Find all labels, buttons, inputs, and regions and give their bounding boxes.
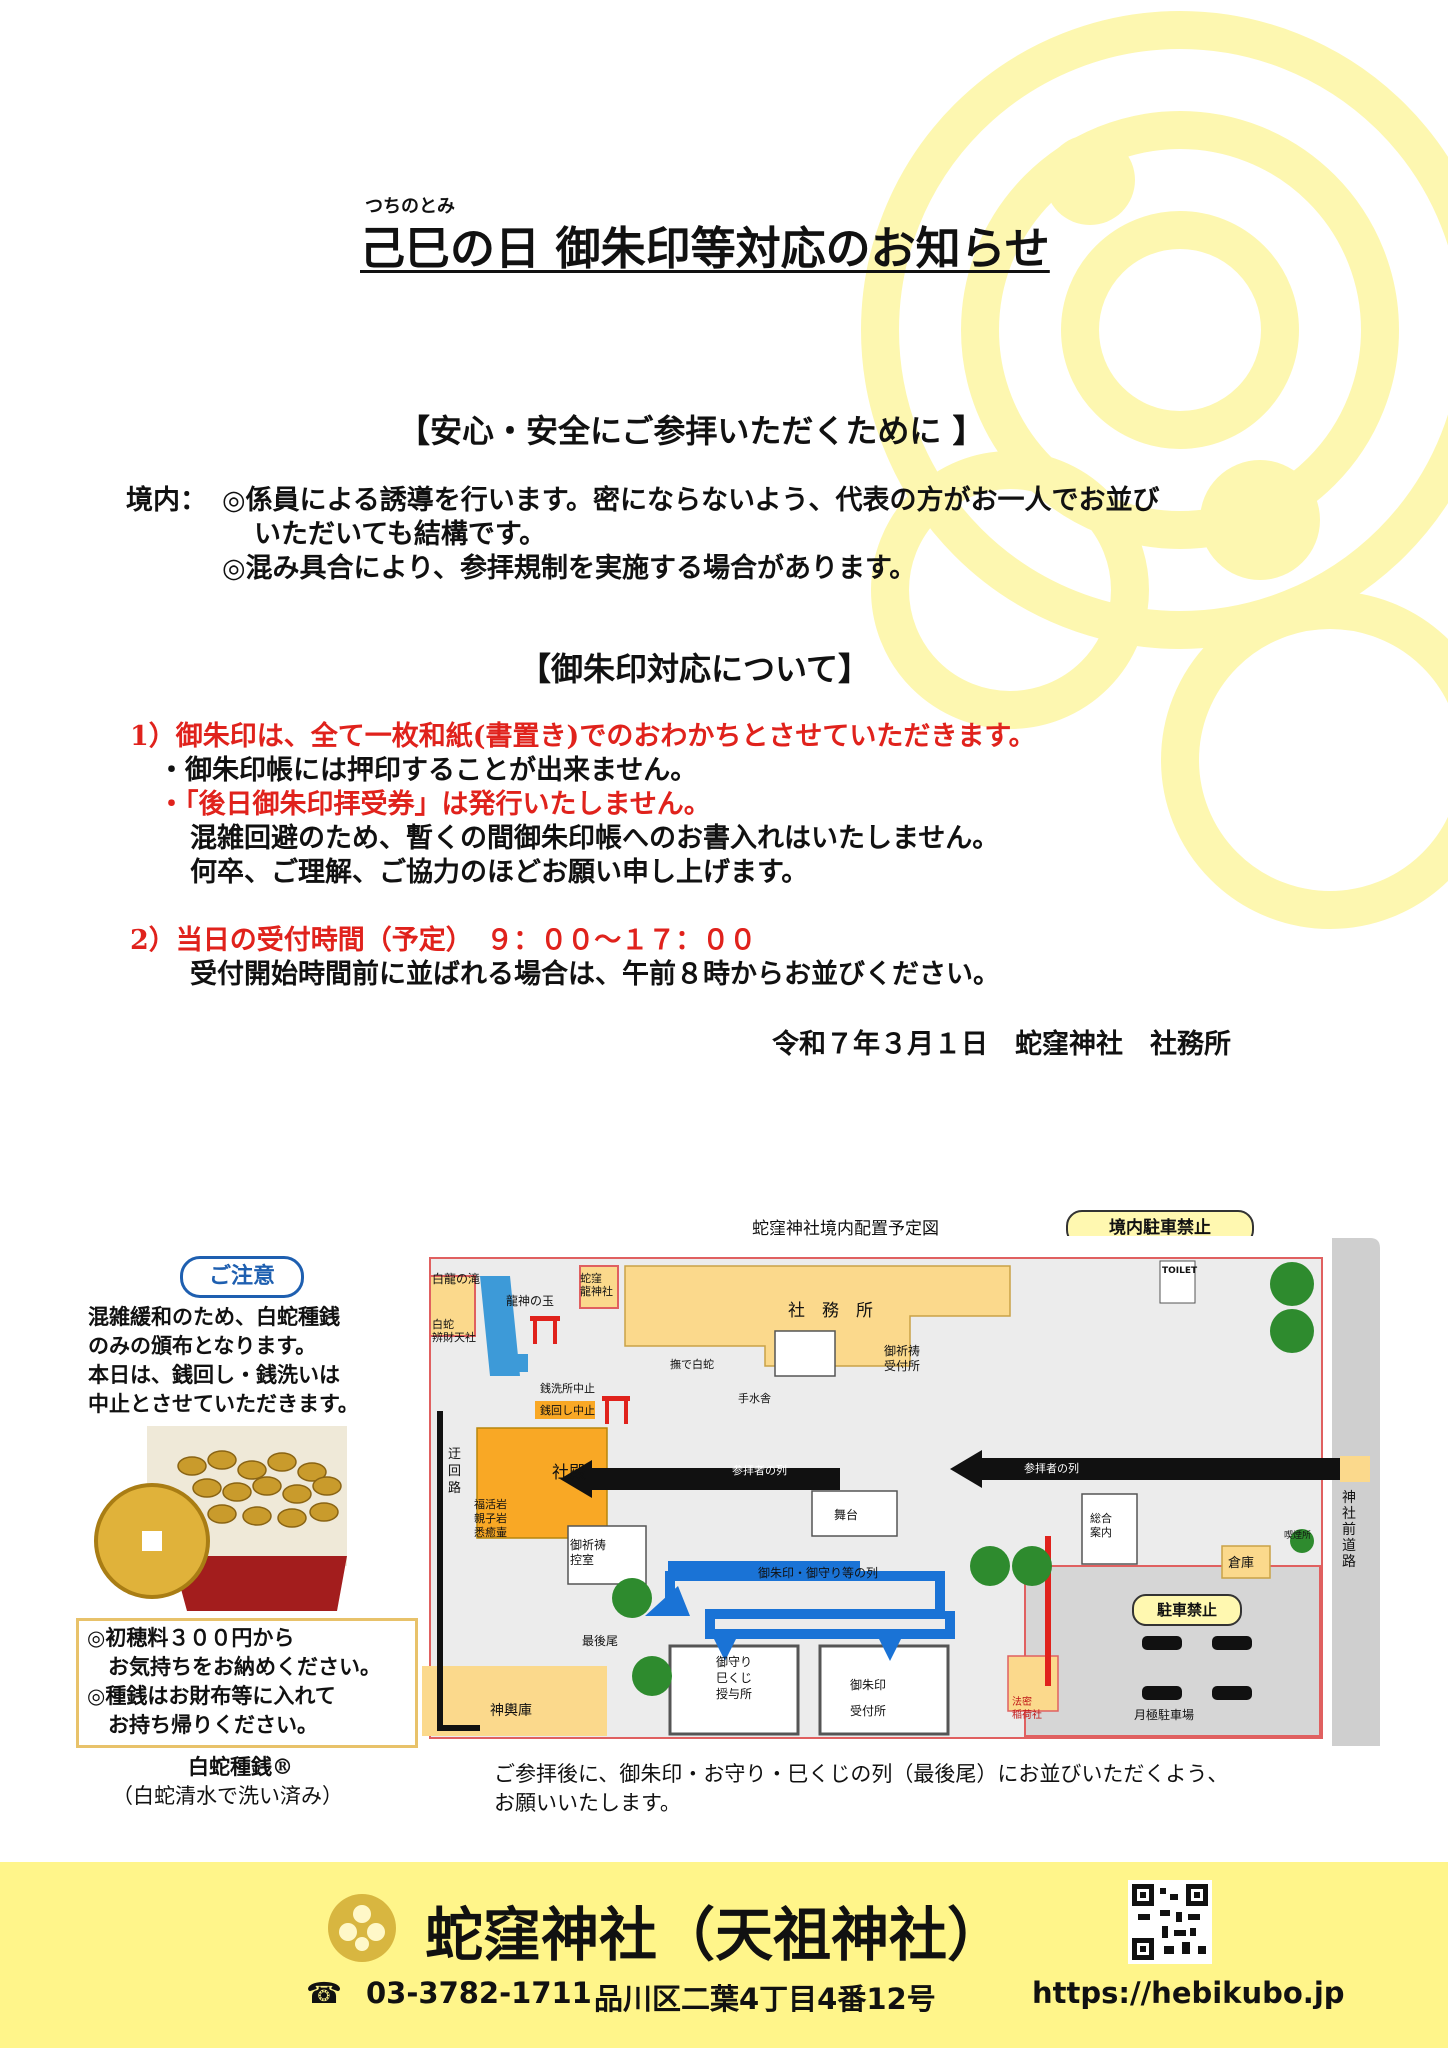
map-label-shaden: 社殿 (552, 1463, 586, 1483)
map-label-mikoshi: 神輿庫 (490, 1703, 532, 1719)
map-label-goshuin-uketsuke: 御朱印 受付所 (850, 1678, 887, 1718)
notice-line-3: 本日は、銭回し・銭洗いは (88, 1362, 340, 1387)
map-label-toilet: TOILET (1162, 1266, 1198, 1276)
map-label-temizuya: 手水舎 (738, 1392, 771, 1405)
map-label-ryujin: 龍神の玉 (506, 1294, 555, 1308)
notice-badge-label: ご注意 (208, 1264, 275, 1289)
offering-note-box: ◎初穂料３００円から お気持ちをお納めください。 ◎種銭はお財布等に入れて お持… (76, 1618, 418, 1748)
phone-icon: ☎ (306, 1976, 343, 2010)
map-label-nade: 撫で白蛇 (670, 1358, 714, 1371)
title-ruby: つちのとみ (365, 196, 455, 217)
map-label-sanpai-1: 参拝者の列 (732, 1464, 787, 1477)
map-label-mamori: 御守り 巳くじ 授与所 (716, 1655, 753, 1701)
parking-no-badge: 駐車禁止 (1132, 1594, 1242, 1626)
no-parking-badge-label: 境内駐車禁止 (1109, 1218, 1211, 1238)
safety-label: 境内： (126, 485, 207, 516)
shrine-name: 蛇窪神社（天祖神社） (425, 1901, 1006, 1969)
goshuin-heading: 【御朱印対応について】 (519, 650, 871, 688)
page-title: 己巳の日 御朱印等対応のお知らせ (360, 222, 1050, 275)
map-label-ukai: 迂 回 路 (448, 1447, 462, 1496)
map-label-benzaiten: 白蛇 辨財天社 (432, 1318, 476, 1344)
map-label-hakuryu: 白龍の滝 (432, 1272, 481, 1286)
map-label-zenarai: 銭洗所中止 (540, 1382, 595, 1395)
goshuin-bullet-1: ・御朱印帳には押印することが出来ません。 (158, 755, 698, 786)
notice-line-2: のみの頒布となります。 (88, 1333, 317, 1358)
goshuin-item-2: 2）当日の受付時間（予定） ９：００～１７：００ (130, 925, 757, 956)
goshuin-note-2: 何卒、ご理解、ご協力のほどお願い申し上げます。 (190, 857, 809, 888)
safety-line-3: ◎混み具合により、参拝規制を実施する場合があります。 (222, 553, 917, 584)
qr-code-icon[interactable] (1128, 1880, 1212, 1964)
offering-line-1: ◎初穂料３００円から (87, 1625, 295, 1650)
coin-caption-2: （白蛇清水で洗い済み） (112, 1784, 343, 1808)
footer-phone[interactable]: 03-3782-1711 (366, 1976, 592, 2010)
map-label-iwa: 福活岩 親子岩 悉癒壷 (474, 1498, 507, 1539)
notice-badge: ご注意 (180, 1256, 304, 1298)
safety-line-1: ◎係員による誘導を行います。密にならないよう、代表の方がお一人でお並び (222, 485, 1160, 516)
footer-url[interactable]: https://hebikubo.jp (1032, 1976, 1345, 2010)
map-label-butai: 舞台 (834, 1508, 859, 1522)
precinct-map (420, 1236, 1380, 1746)
map-label-shamusho: 社 務 所 (788, 1301, 873, 1321)
notice-line-4: 中止とさせていただきます。 (88, 1391, 359, 1416)
offering-line-2: お気持ちをお納めください。 (87, 1654, 381, 1679)
coins-photo (94, 1426, 347, 1611)
offering-line-4: お持ち帰りください。 (87, 1712, 318, 1737)
offering-line-3: ◎種銭はお財布等に入れて (87, 1683, 336, 1708)
map-caption-1: ご参拝後に、御朱印・お守り・巳くじの列（最後尾）にお並びいただくよう、 (494, 1762, 1229, 1786)
notice-date: 令和７年３月１日 蛇窪神社 社務所 (772, 1029, 1231, 1060)
notice-line-1: 混雑緩和のため、白蛇種銭 (88, 1304, 340, 1329)
map-label-road: 神 社 前 道 路 (1342, 1490, 1356, 1570)
safety-heading: 【安心・安全にご参拝いただくために 】 (398, 412, 985, 450)
map-label-smoking: 喫煙所 (1284, 1531, 1312, 1541)
shrine-crest-icon (328, 1894, 396, 1962)
map-title: 蛇窪神社境内配置予定図 (752, 1219, 939, 1239)
goshuin-note-1: 混雑回避のため、暫くの間御朱印帳へのお書入れはいたしません。 (190, 823, 1000, 854)
map-label-parking-no: 駐車禁止 (1156, 1601, 1217, 1619)
coin-caption-1: 白蛇種銭® (188, 1754, 293, 1779)
goshuin-item-1: 1）御朱印は、全て一枚和紙(書置き)でのおわかちとさせていただきます。 (130, 721, 1036, 752)
map-label-kitou-uketsuke: 御祈祷 受付所 (884, 1344, 921, 1373)
map-label-saikobi: 最後尾 (582, 1634, 619, 1648)
map-label-hikae: 御祈祷 控室 (570, 1538, 607, 1567)
map-label-hebi-ryujin: 蛇窪 龍神社 (580, 1272, 613, 1298)
map-label-zenmawashi: 銭回し中止 (540, 1404, 595, 1417)
map-label-souko: 倉庫 (1228, 1556, 1255, 1571)
safety-line-2: いただいても結構です。 (254, 519, 547, 550)
goshuin-bullet-2: ・「後日御朱印拝受券」は発行いたしません。 (158, 789, 711, 820)
map-label-goshuin-line: 御朱印・御守り等の列 (758, 1566, 879, 1580)
footer-address: 品川区二葉4丁目4番12号 (594, 1982, 936, 2016)
map-caption-2: お願いいたします。 (494, 1791, 681, 1815)
map-label-sogo: 総合 案内 (1090, 1512, 1112, 1539)
goshuin-item-2-note: 受付開始時間前に並ばれる場合は、午前８時からお並びください。 (190, 959, 1000, 990)
map-label-sanpai-2: 参拝者の列 (1024, 1462, 1079, 1475)
map-label-inari: 法密 稲荷社 (1012, 1697, 1042, 1721)
map-label-parking: 月極駐車場 (1134, 1708, 1195, 1722)
